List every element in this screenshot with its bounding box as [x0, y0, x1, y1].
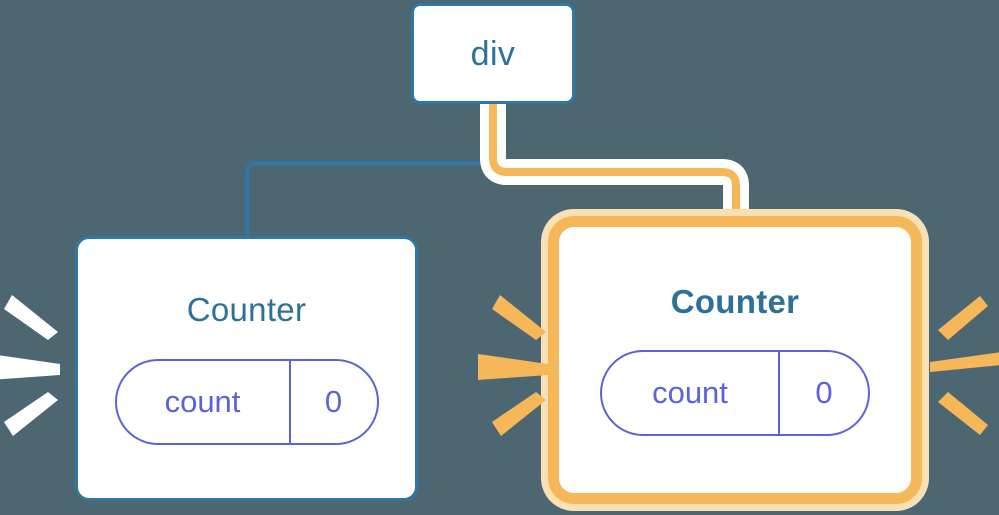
node-counter-right-title: Counter — [670, 282, 800, 320]
node-div-label: div — [470, 34, 516, 73]
node-div[interactable]: div — [411, 3, 575, 104]
state-pill-left-value: 0 — [288, 360, 377, 443]
state-pill-left-key: count — [164, 384, 241, 419]
state-pill-right: count 0 — [600, 349, 870, 436]
edge-div-to-counter-left — [245, 104, 495, 236]
state-pill-right-value: 0 — [778, 351, 868, 434]
node-counter-right[interactable]: Counter count 0 — [548, 216, 922, 504]
node-counter-left[interactable]: Counter count 0 — [75, 236, 418, 501]
state-pill-left: count 0 — [114, 358, 379, 445]
node-counter-left-title: Counter — [186, 290, 307, 328]
state-pill-right-key: count — [652, 375, 728, 410]
edge-div-to-counter-right — [489, 104, 740, 232]
